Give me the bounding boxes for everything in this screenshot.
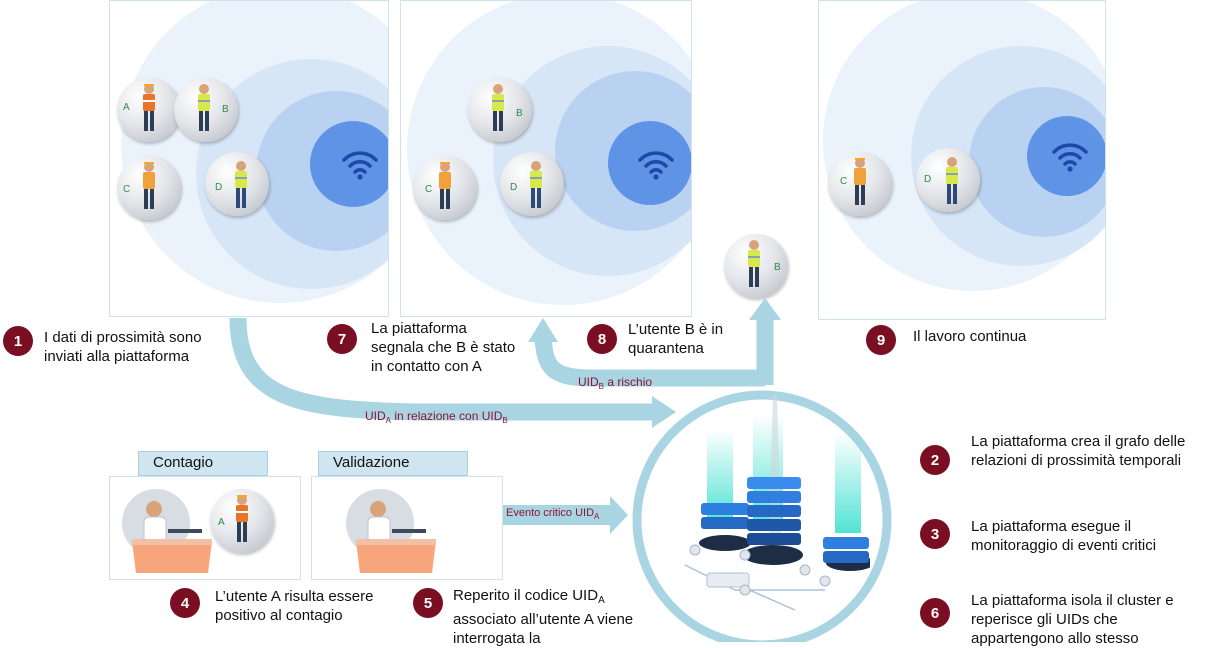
worker-c-avatar: C xyxy=(117,156,181,220)
worker-label: C xyxy=(425,184,433,195)
worker-label: A xyxy=(123,102,130,113)
step-badge-2: 2 xyxy=(920,445,950,475)
worker-c-avatar: C xyxy=(413,156,477,220)
step-text-2: La piattaforma crea il grafo delle relaz… xyxy=(971,433,1186,469)
proximity-panel-1 xyxy=(109,0,389,317)
worker-label: D xyxy=(510,182,518,193)
contagio-header: Contagio xyxy=(138,451,268,476)
step-text-9: Il lavoro continua xyxy=(913,328,1027,345)
worker-c-avatar: C xyxy=(828,152,892,216)
step-badge-4: 4 xyxy=(170,588,200,618)
worker-label: B xyxy=(516,108,523,119)
step-badge-7: 7 xyxy=(327,324,357,354)
quarantined-worker-b-avatar: B xyxy=(724,234,788,298)
step-text-1: I dati di prossimità sono inviati alla p… xyxy=(44,329,202,365)
wifi-icon xyxy=(342,151,378,180)
worker-d-avatar: D xyxy=(916,148,980,212)
worker-b-avatar: B xyxy=(174,78,238,142)
flow-label-uid-relation: UIDA in relazione con UIDB xyxy=(365,409,508,425)
step-badge-9: 9 xyxy=(866,325,896,355)
step-text-3: La piattaforma esegue il monitoraggio di… xyxy=(971,518,1157,554)
contagio-box: A xyxy=(109,476,301,580)
step-text-7: La piattaforma segnala che B è stato in … xyxy=(371,320,516,375)
step-badge-8: 8 xyxy=(587,324,617,354)
validazione-box xyxy=(311,476,503,580)
step-badge-1: 1 xyxy=(3,326,33,356)
validazione-header: Validazione xyxy=(318,451,468,476)
worker-label: A xyxy=(218,517,225,528)
worker-label: D xyxy=(215,182,223,193)
worker-label: B xyxy=(222,104,229,115)
worker-a-avatar: A xyxy=(210,489,274,553)
worker-d-avatar: D xyxy=(205,152,269,216)
wifi-icon xyxy=(638,151,674,180)
worker-label: D xyxy=(924,174,932,185)
worker-d-avatar: D xyxy=(500,152,564,216)
proximity-panel-9 xyxy=(818,0,1106,320)
step-text-5: Reperito il codice UIDA associato all’ut… xyxy=(453,587,634,647)
wifi-icon xyxy=(1052,143,1088,172)
step-text-8: L’utente B è in quarantena xyxy=(628,321,724,357)
server-platform-illustration xyxy=(684,395,870,611)
worker-label: C xyxy=(840,176,848,187)
flow-label-uid-risk: UIDB a rischio xyxy=(578,375,653,391)
worker-a-avatar: A xyxy=(117,78,181,142)
worker-b-avatar: B xyxy=(468,78,532,142)
step-text-4: L’utente A risulta essere positivo al co… xyxy=(215,588,374,624)
step-badge-5: 5 xyxy=(413,588,443,618)
step-badge-3: 3 xyxy=(920,519,950,549)
doctor-icon xyxy=(122,489,212,573)
step-badge-6: 6 xyxy=(920,598,950,628)
flow-label-critical-event: Evento critico UIDA xyxy=(506,507,600,521)
worker-label: C xyxy=(123,184,131,195)
step-text-6: La piattaforma isola il cluster e reperi… xyxy=(971,592,1174,647)
worker-label: B xyxy=(774,262,781,273)
doctor-icon xyxy=(346,489,436,573)
